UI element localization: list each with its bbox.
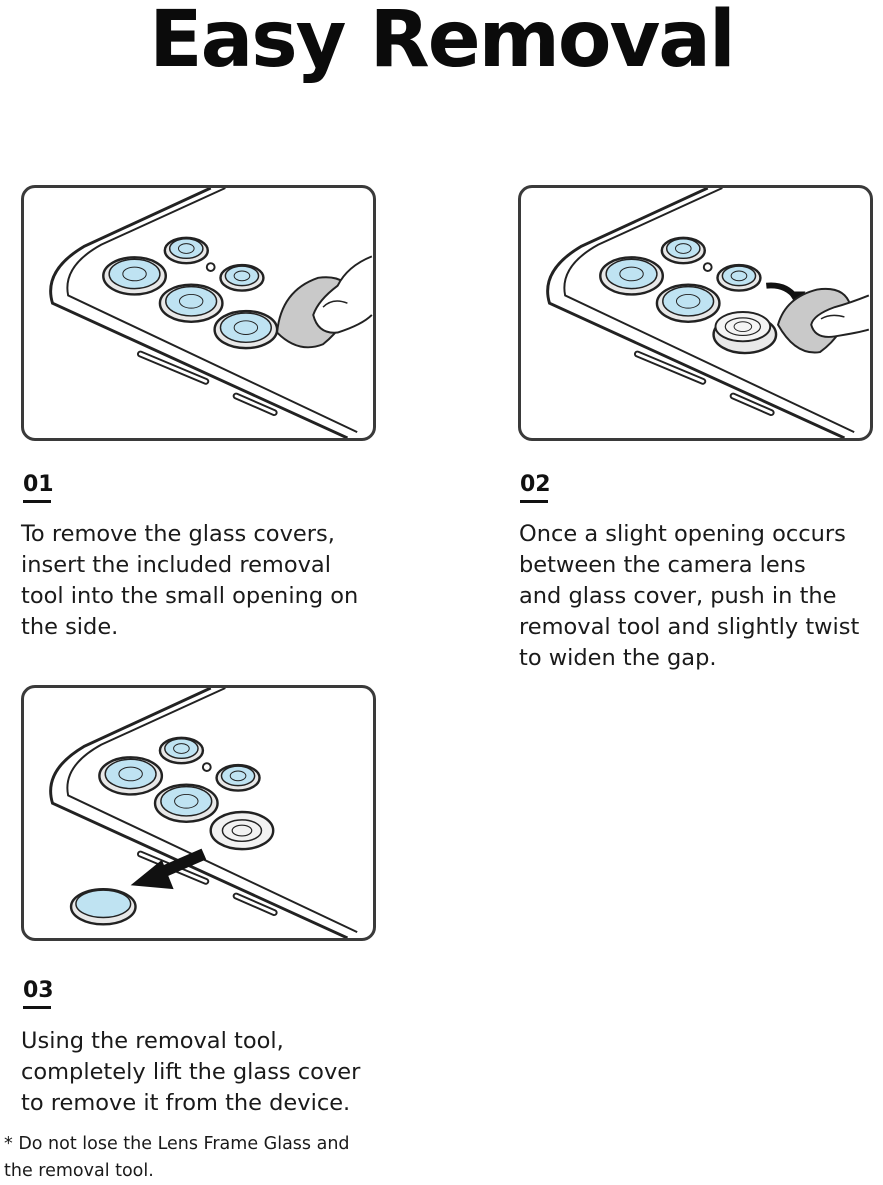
step-2-underline xyxy=(520,500,548,503)
finger-icon xyxy=(810,294,870,338)
step-3-description: Using the removal tool, completely lift … xyxy=(21,1028,361,1116)
removed-glass-cover-icon xyxy=(69,887,137,926)
bare-camera-lens-icon xyxy=(209,810,275,851)
step-2-illustration xyxy=(518,185,873,441)
step-1-number: 01 xyxy=(23,472,54,497)
lifted-glass-cover-icon xyxy=(712,311,778,355)
step-1-illustration xyxy=(21,185,376,441)
finger-icon xyxy=(312,255,373,334)
step-3-number: 03 xyxy=(23,978,54,1003)
camera-lens-icon xyxy=(102,256,168,296)
step-1-description: To remove the glass covers, insert the i… xyxy=(21,521,359,640)
step-1-underline xyxy=(23,500,51,503)
step-2-number: 02 xyxy=(520,472,551,497)
step-2-description: Once a slight opening occurs between the… xyxy=(519,521,860,671)
page-title: Easy Removal xyxy=(149,0,735,85)
warning-note: * Do not lose the Lens Frame Glass and t… xyxy=(4,1134,350,1181)
phone-camera-illustration xyxy=(49,188,373,438)
phone-camera-illustration xyxy=(546,188,870,438)
step-3-illustration xyxy=(21,685,376,941)
phone-camera-illustration xyxy=(49,688,358,938)
step-3-underline xyxy=(23,1006,51,1009)
remove-arrow-icon xyxy=(130,848,207,890)
